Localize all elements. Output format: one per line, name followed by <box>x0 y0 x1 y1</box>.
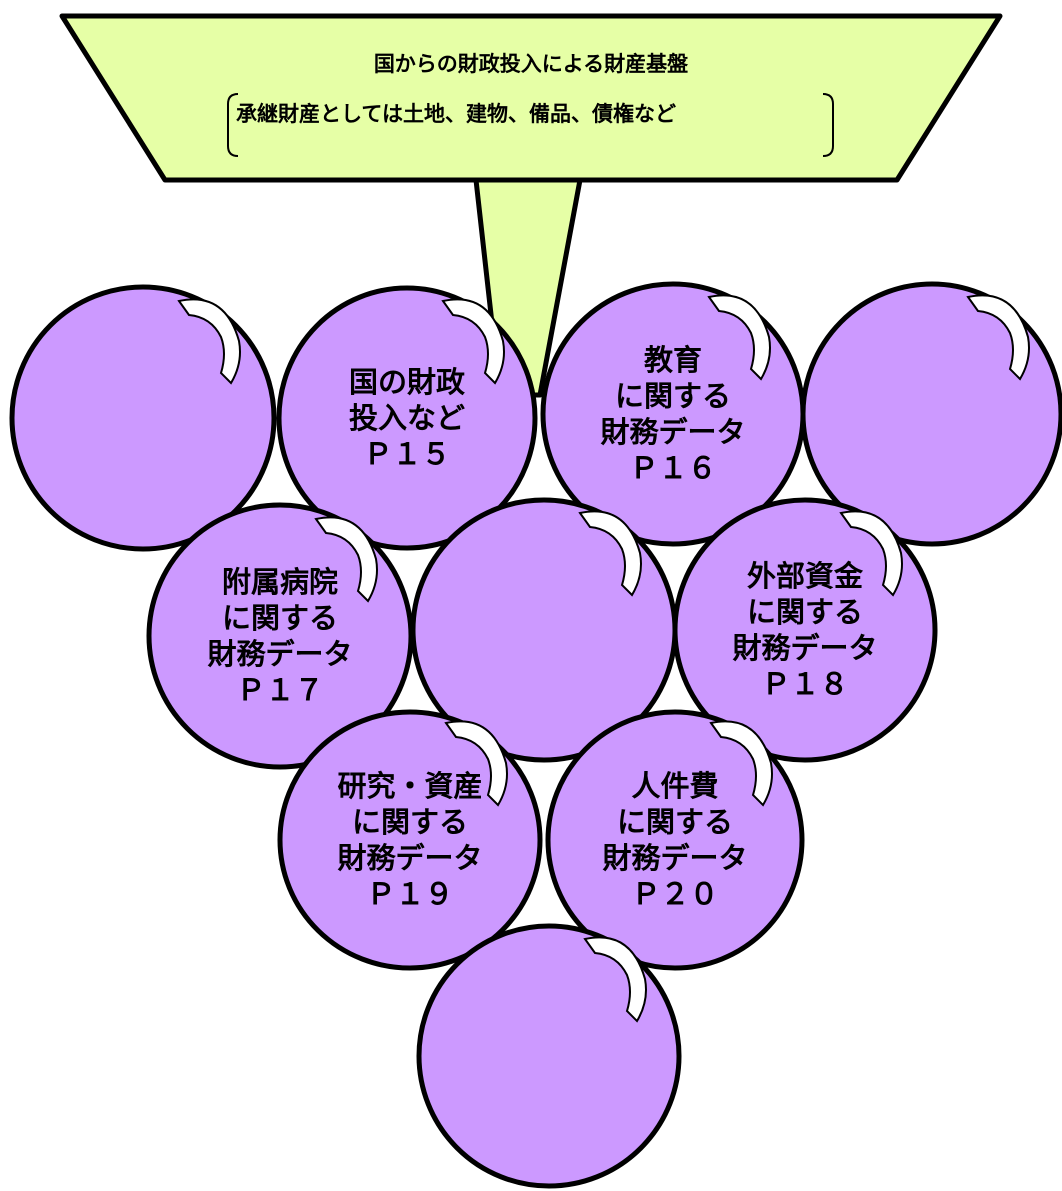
grape-highlight <box>839 510 903 597</box>
grape-label-line: Ｐ１９ <box>366 877 453 911</box>
grape-label-line: 研究・資産 <box>337 769 482 803</box>
grape-label-line: Ｐ２０ <box>631 877 718 911</box>
grape-label-line: に関する <box>615 379 731 413</box>
grape-label-line: 財務データ <box>602 841 747 875</box>
banner-subtitle: 承継財産としては土地、建物、備品、債権など <box>236 102 676 126</box>
subtitle-bracket-right <box>822 93 834 157</box>
grape-10 <box>416 923 682 1189</box>
grape-label-line: Ｐ１６ <box>629 451 716 485</box>
grape-label-line: に関する <box>617 805 733 839</box>
grape-body <box>277 709 543 971</box>
grape-label-line: Ｐ１８ <box>761 667 848 701</box>
grape-highlight <box>444 720 508 807</box>
grape-label-line: 国の財政 <box>349 365 465 399</box>
grape-label-line: 財務データ <box>337 841 482 875</box>
grape-highlight <box>966 294 1030 381</box>
grape-body <box>276 285 538 551</box>
grape-label-line: に関する <box>352 805 468 839</box>
banner-trapezoid <box>59 13 1003 183</box>
grape-label-line: 外部資金 <box>747 559 864 593</box>
subtitle-bracket-left <box>227 93 239 157</box>
grape-body <box>800 281 1062 547</box>
grape-highlight <box>177 298 241 385</box>
grape-highlight <box>707 294 771 381</box>
grape-label-line: 投入など <box>349 401 465 435</box>
grape-highlight <box>441 298 505 385</box>
banner-title: 国からの財政投入による財産基盤 <box>374 52 689 76</box>
grape-4 <box>800 281 1062 547</box>
grape-label-line: 附属病院 <box>222 565 338 599</box>
grape-body <box>416 923 682 1189</box>
grape-cluster: 国の財政投入などＰ１５教育に関する財務データＰ１６附属病院に関する財務データＰ１… <box>9 281 1062 1189</box>
grape-label-line: 財務データ <box>600 415 745 449</box>
grape-label-line: 財務データ <box>732 631 877 665</box>
grape-label-line: に関する <box>222 601 338 635</box>
grape-label-line: 人件費 <box>631 769 718 803</box>
grape-label-line: 教育 <box>644 343 702 377</box>
grape-highlight <box>578 510 642 597</box>
grape-body <box>545 709 805 971</box>
grape-label-line: に関する <box>747 595 863 629</box>
grape-highlight <box>583 936 647 1023</box>
grape-label-line: 財務データ <box>207 637 352 671</box>
grape-1 <box>9 284 277 552</box>
grape-highlight <box>709 720 773 807</box>
grape-6 <box>410 497 678 763</box>
grape-body <box>672 497 938 763</box>
grape-label-line: Ｐ１５ <box>363 437 450 471</box>
grape-label-line: Ｐ１７ <box>236 673 323 707</box>
grape-body <box>9 284 277 552</box>
grape-highlight <box>314 516 378 603</box>
